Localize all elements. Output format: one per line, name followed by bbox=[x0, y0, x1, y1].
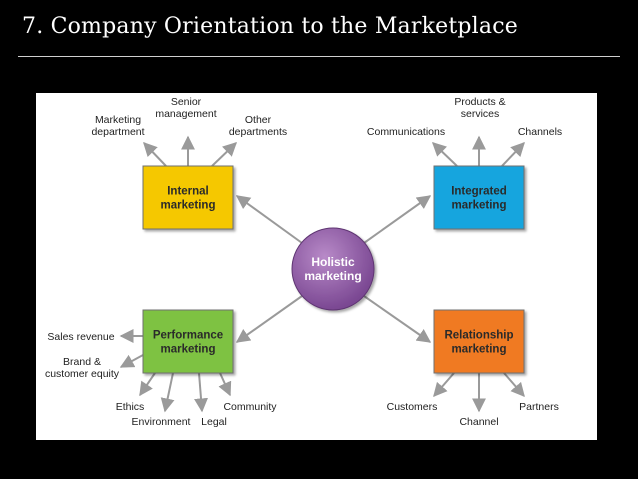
arrow-internal-to-marketing-department bbox=[143, 141, 167, 167]
arrow-integrated-to-channels bbox=[501, 141, 525, 167]
arrow-performance-to-community bbox=[218, 372, 232, 397]
label-brand-customer-equity: Brand &customer equity bbox=[45, 356, 120, 380]
arrow-integrated-to-communications bbox=[431, 142, 458, 167]
label-legal: Legal bbox=[201, 416, 227, 428]
label-partners: Partners bbox=[519, 401, 559, 413]
label-sales-revenue: Sales revenue bbox=[47, 331, 114, 343]
label-channels: Channels bbox=[518, 126, 562, 138]
label-customers: Customers bbox=[387, 401, 438, 413]
arrow-performance-to-brand-equity bbox=[119, 354, 144, 368]
label-community: Community bbox=[223, 401, 277, 413]
arrow-performance-to-legal bbox=[194, 372, 208, 413]
arrow-center-to-internal bbox=[235, 195, 303, 244]
internal-marketing-box-shape bbox=[142, 165, 234, 230]
arrow-internal-to-other-departments bbox=[211, 142, 238, 167]
performance-marketing-box-shape bbox=[142, 309, 234, 374]
integrated-marketing-box-shape bbox=[433, 165, 525, 230]
arrow-performance-to-environment bbox=[160, 372, 175, 413]
arrow-center-to-performance bbox=[235, 295, 303, 343]
label-products-services: Products &services bbox=[454, 96, 505, 120]
title-divider bbox=[18, 56, 620, 57]
holistic-marketing-circle-shape bbox=[291, 227, 375, 311]
arrows-layer bbox=[119, 135, 525, 413]
arrow-relationship-to-customers bbox=[433, 372, 455, 398]
slide-title: 7. Company Orientation to the Marketplac… bbox=[22, 14, 518, 39]
arrow-relationship-to-partners bbox=[503, 372, 525, 398]
label-communications: Communications bbox=[367, 126, 445, 138]
label-environment: Environment bbox=[132, 416, 191, 428]
arrow-center-to-relationship bbox=[363, 295, 432, 343]
label-channel: Channel bbox=[459, 416, 498, 428]
label-ethics: Ethics bbox=[116, 401, 145, 413]
relationship-marketing-box-shape bbox=[433, 309, 525, 374]
arrow-center-to-integrated bbox=[363, 195, 432, 244]
arrow-performance-to-ethics bbox=[139, 372, 156, 397]
